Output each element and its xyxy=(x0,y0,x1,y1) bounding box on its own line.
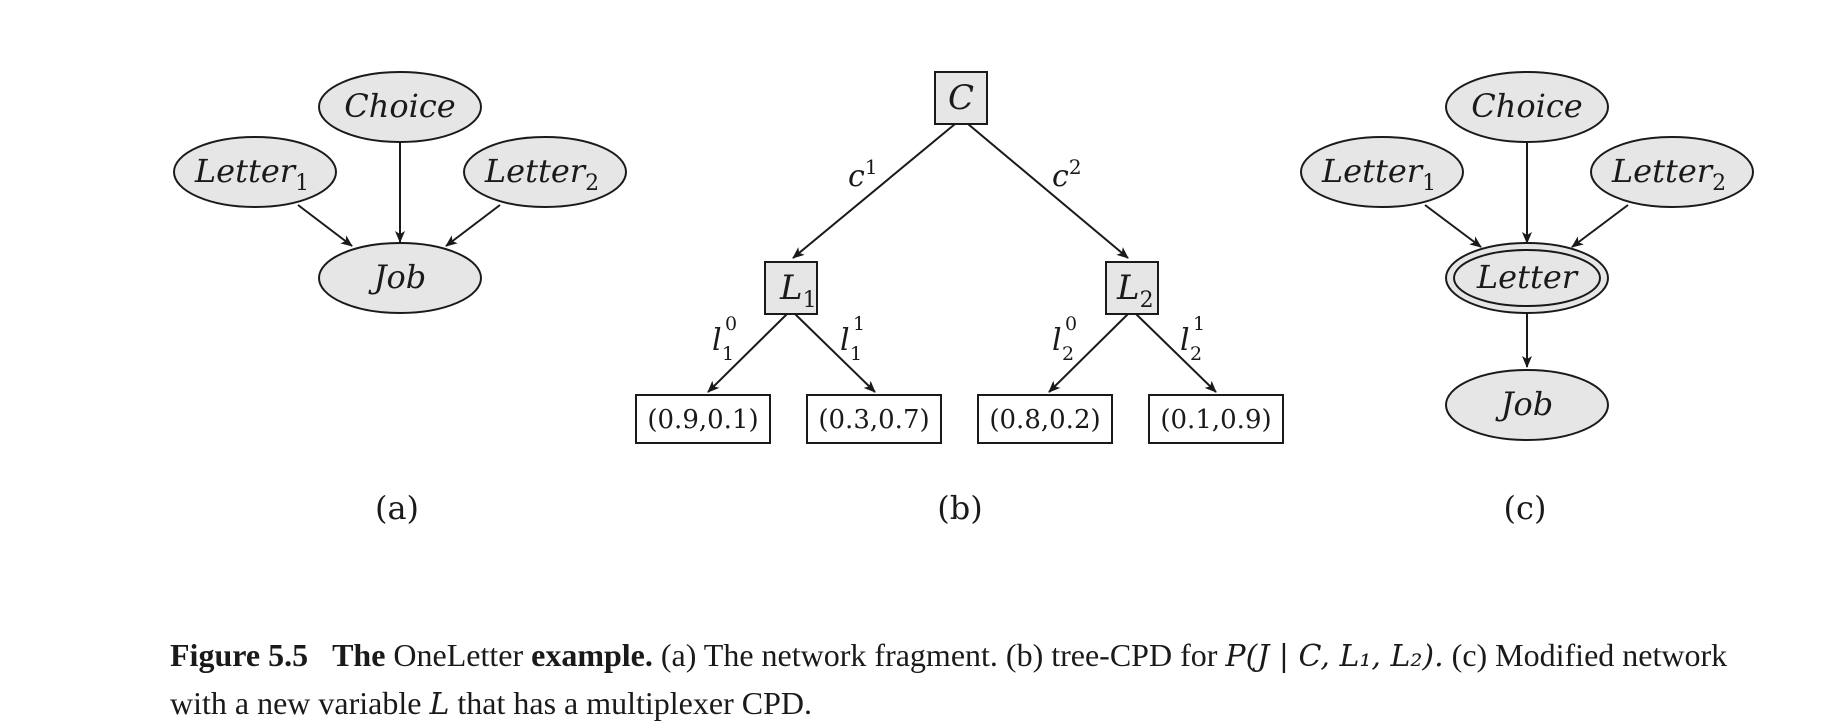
edge-letter1-job xyxy=(297,204,353,247)
node-letter-label: Letter xyxy=(1476,258,1579,296)
node-choice xyxy=(318,71,482,143)
node-l1-label: L1 xyxy=(779,268,817,313)
leaf-4-label: (0.1,0.9) xyxy=(1160,405,1271,435)
caption-part-c: (c) Modified network with a new variable xyxy=(170,637,1728,721)
node-l1 xyxy=(764,261,818,315)
svg-text:0: 0 xyxy=(1065,313,1077,335)
leaf-2-box xyxy=(806,394,942,444)
edge-label-l1-1: l 1 1 xyxy=(840,313,865,365)
panel-c-label: (c) xyxy=(1504,489,1547,527)
svg-text:l: l xyxy=(1052,323,1062,358)
leaf-3-label: (0.8,0.2) xyxy=(989,405,1100,435)
edge-l2-leaf3 xyxy=(1048,313,1129,393)
edge-label-c2: c2 xyxy=(1052,155,1082,194)
node-c xyxy=(934,71,988,125)
edge-label-l2-1: l 1 2 xyxy=(1180,313,1205,365)
caption-formula: P(J | C, L₁, L₂). xyxy=(1225,639,1444,674)
svg-text:l: l xyxy=(840,323,850,358)
caption-var-l: L xyxy=(429,687,450,722)
caption-name: OneLetter xyxy=(393,637,524,673)
node-letter2-label: Letter2 xyxy=(484,152,599,196)
edge-l1-leaf2 xyxy=(794,313,876,393)
node-choice-c-label: Choice xyxy=(1471,87,1582,125)
edge-l2-leaf4 xyxy=(1135,313,1217,393)
svg-text:1: 1 xyxy=(850,343,862,365)
node-choice-c xyxy=(1445,71,1609,143)
figure-caption: Figure 5.5 The OneLetter example. (a) Th… xyxy=(170,632,1760,728)
node-letter-outer xyxy=(1445,242,1609,314)
panel-b-label: (b) xyxy=(937,489,982,527)
leaf-1-box xyxy=(635,394,771,444)
caption-figure-number: Figure 5.5 xyxy=(170,637,309,673)
edge-label-l2-0: l 0 2 xyxy=(1052,313,1077,365)
edge-letter1-letter xyxy=(1424,204,1482,248)
node-l2 xyxy=(1105,261,1159,315)
svg-text:1: 1 xyxy=(1193,313,1205,335)
panel-c: Choice Letter1 Letter2 Letter Job (c) xyxy=(1300,71,1754,527)
panel-b: C c1 c2 L1 L2 l 0 1 l 1 1 l 0 2 l 1 2 xyxy=(635,71,1284,527)
node-letter-inner-ring xyxy=(1453,249,1601,307)
caption-part-a: (a) The network fragment. (b) tree-CPD f… xyxy=(660,637,1218,673)
svg-text:1: 1 xyxy=(853,313,865,335)
node-choice-label: Choice xyxy=(344,87,455,125)
caption-the: The xyxy=(332,637,386,673)
edge-c-l1 xyxy=(792,123,956,259)
node-letter1-c-label: Letter1 xyxy=(1321,152,1436,196)
svg-text:l: l xyxy=(1180,323,1190,358)
node-l2-label: L2 xyxy=(1116,268,1154,313)
node-job-label: Job xyxy=(368,258,427,296)
leaf-4-box xyxy=(1148,394,1284,444)
node-letter1-label: Letter1 xyxy=(194,152,309,196)
edge-letter2-job xyxy=(445,204,501,247)
panel-a: Choice Letter1 Letter2 Job (a) xyxy=(173,71,627,527)
node-job-c-label: Job xyxy=(1495,385,1554,423)
edge-c-l2 xyxy=(967,123,1129,259)
edge-letter2-letter xyxy=(1571,204,1629,248)
svg-text:0: 0 xyxy=(725,313,737,335)
svg-text:2: 2 xyxy=(1190,343,1202,365)
node-c-label: C xyxy=(948,78,974,118)
node-letter2 xyxy=(463,136,627,208)
caption-tail: that has a multiplexer CPD. xyxy=(457,685,812,721)
svg-text:1: 1 xyxy=(722,343,734,365)
node-letter2-c-label: Letter2 xyxy=(1611,152,1726,196)
edge-label-l1-0: l 0 1 xyxy=(712,313,737,365)
caption-example: example. xyxy=(531,637,653,673)
leaf-3-box xyxy=(977,394,1113,444)
leaf-2-label: (0.3,0.7) xyxy=(818,405,929,435)
node-letter2-c xyxy=(1590,136,1754,208)
leaf-1-label: (0.9,0.1) xyxy=(647,405,758,435)
node-job xyxy=(318,242,482,314)
node-job-c xyxy=(1445,369,1609,441)
edge-l1-leaf1 xyxy=(707,313,788,393)
node-letter1 xyxy=(173,136,337,208)
svg-text:l: l xyxy=(712,323,722,358)
svg-text:2: 2 xyxy=(1062,343,1074,365)
node-letter1-c xyxy=(1300,136,1464,208)
panel-a-label: (a) xyxy=(375,489,419,527)
edge-label-c1: c1 xyxy=(848,155,878,194)
